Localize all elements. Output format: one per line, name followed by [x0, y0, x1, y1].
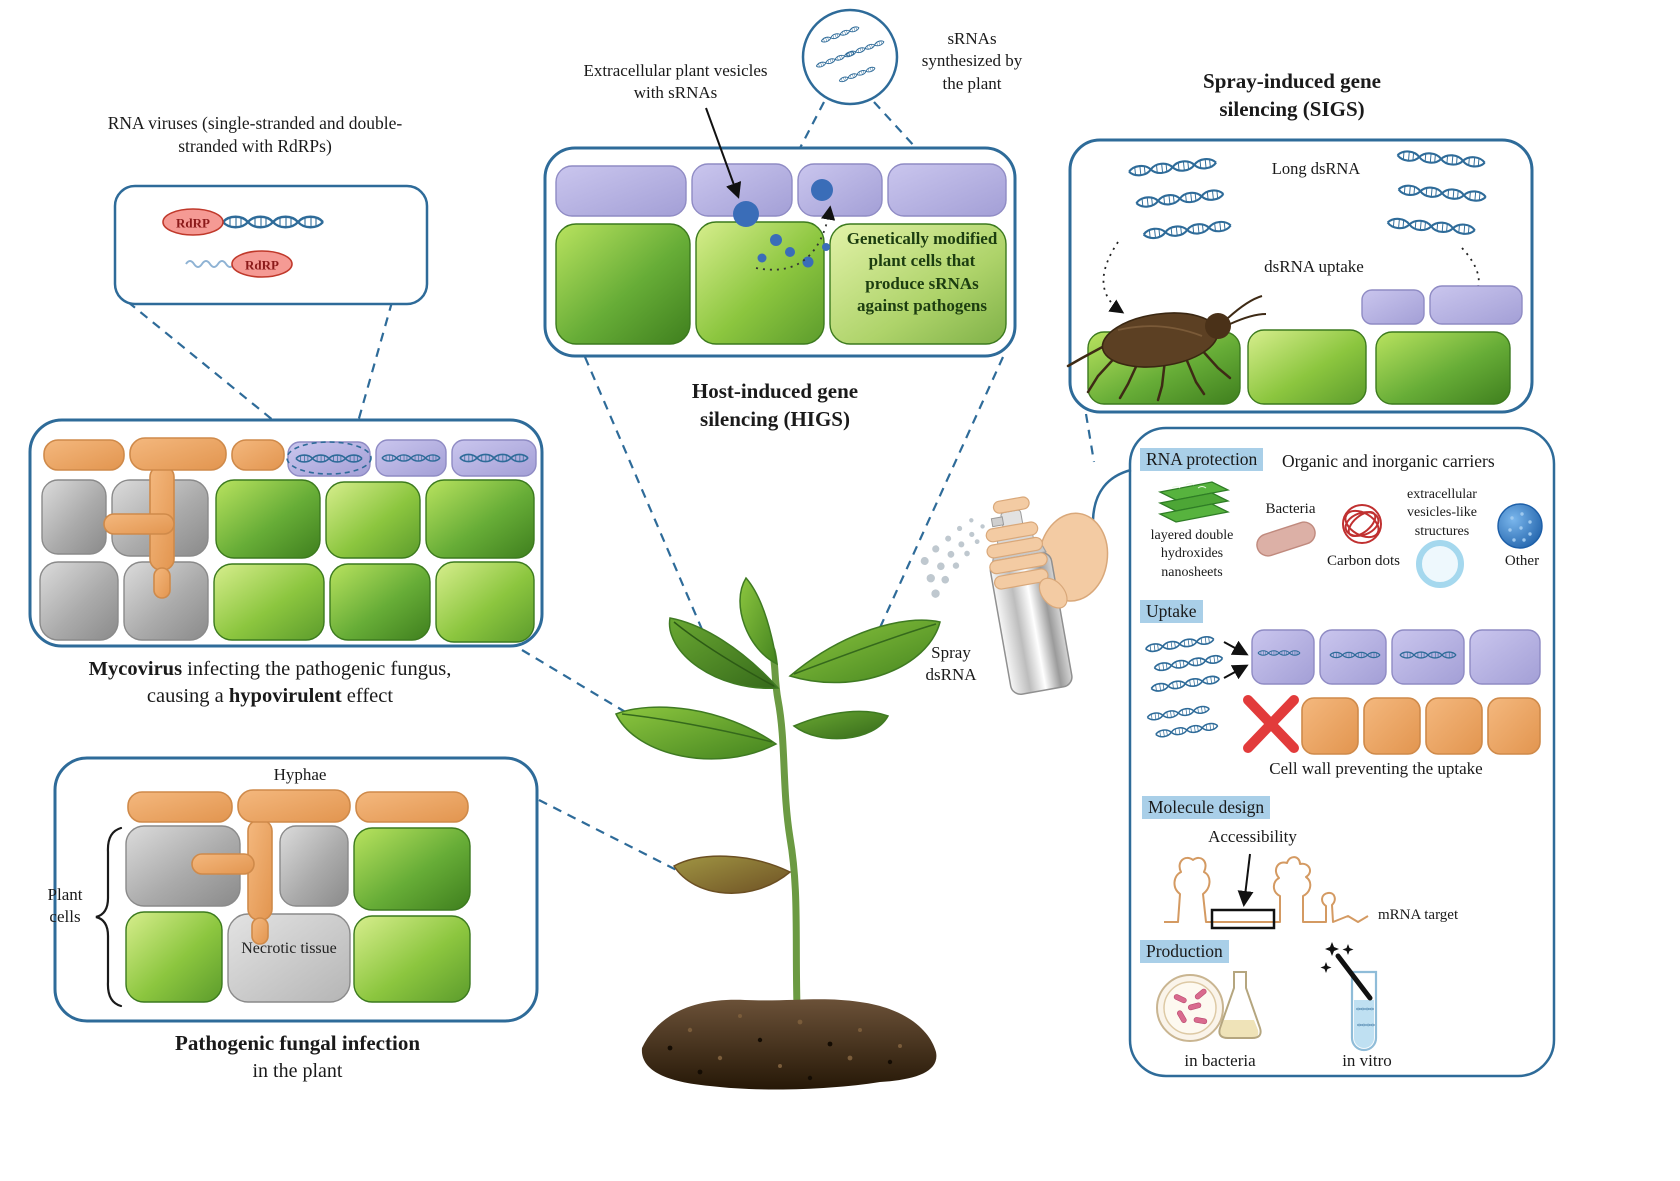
dsrna-uptake-label: dsRNA uptake [1264, 257, 1364, 276]
petri-dish-icon [1156, 974, 1224, 1042]
long-dsrna-label: Long dsRNA [1271, 159, 1361, 178]
vesicle-structure-icon [1416, 540, 1464, 588]
strategies-panel [1091, 426, 1556, 1078]
carbon-dots-icon [1342, 504, 1382, 544]
bacteria-label: Bacteria [1265, 501, 1316, 517]
cell-wall-note: Cell wall preventing the uptake [1269, 759, 1483, 778]
hypha-branch [191, 819, 273, 945]
uptake-arrow-left [1102, 241, 1125, 314]
vesicle-pointer-arrow [705, 107, 742, 199]
panel-tail-curve [1091, 468, 1132, 521]
sigs-box-illustration [1066, 138, 1534, 414]
hypovirulent-bold: hypovirulent [228, 685, 342, 708]
plant-stem [768, 646, 802, 1042]
production-icons [1156, 942, 1378, 1052]
necrotic-tissue-label: Necrotic tissue [241, 940, 337, 957]
srna-circle [801, 8, 899, 106]
in-vitro-label: in vitro [1342, 1051, 1392, 1070]
hypha-branch [103, 465, 175, 599]
plant-cells-label: Plant cells [47, 885, 83, 927]
other-carrier-icon [1497, 503, 1543, 549]
sigs-title: Spray-induced gene silencing (SIGS) [1203, 69, 1381, 121]
rdrp-enzyme-icon [162, 208, 224, 236]
srnas-synthesized-label: sRNAs synthesized by the plant [921, 29, 1023, 93]
mycovirus-caption: Mycovirus infecting the pathogenic fungu… [88, 658, 452, 708]
mycovirus-box-illustration [28, 418, 544, 648]
plant-cells-brace [95, 826, 123, 1008]
molecule-design-heading: Molecule design [1142, 796, 1271, 820]
mycovirus-highlight-ellipse [286, 441, 372, 475]
bacteria-icon [1256, 521, 1316, 557]
mrna-structure-illustration [1164, 853, 1369, 930]
hyphae-row [127, 789, 469, 823]
other-label: Other [1504, 553, 1540, 569]
carriers-subtitle: Organic and inorganic carriers [1282, 451, 1495, 471]
insect-icon [1066, 295, 1267, 402]
accessibility-arrow [1237, 853, 1254, 907]
mrna-target-label: mRNA target [1378, 907, 1459, 923]
uptake-heading: Uptake [1140, 600, 1203, 624]
extracellular-vesicles-label: Extracellular plant vesicles with sRNAs [583, 61, 768, 103]
spray-dsrna-label: Spray dsRNA [925, 643, 977, 685]
blocked-uptake-x-icon [1243, 695, 1299, 753]
fungal-caption-bold: Pathogenic fungal infection [175, 1031, 420, 1055]
gm-cells-label: Genetically modified plant cells that pr… [846, 229, 998, 316]
rdrp-label: RdRP [176, 216, 210, 231]
production-heading: Production [1140, 940, 1229, 964]
uptake-illustration [1144, 629, 1541, 755]
fungal-infection-box-illustration [53, 756, 539, 1023]
ldh-nanosheets-icon [1157, 481, 1231, 523]
rna-protection-heading: RNA protection [1140, 448, 1264, 472]
test-tube-icon [1350, 970, 1378, 1052]
hand-fingers [985, 496, 1068, 609]
rna-virus-box: RdRP RdRP [113, 184, 429, 306]
soil-illustration [641, 999, 937, 1090]
vesicles-like-label: extracellular vesicles-like structures [1407, 487, 1477, 539]
plant-leaves [614, 576, 941, 894]
accessibility-window [1210, 908, 1276, 930]
rdrp-enzyme-icon [231, 250, 293, 278]
hyphae-label: Hyphae [273, 765, 327, 784]
mycovirus-caption-bold: Mycovirus [88, 658, 183, 680]
carbon-dots-label: Carbon dots [1327, 553, 1400, 569]
accessibility-label: Accessibility [1208, 827, 1297, 846]
hyphae-row [43, 437, 285, 471]
spray-mist [920, 518, 985, 598]
higs-caption: Host-induced gene silencing (HIGS) [691, 379, 859, 431]
ldh-label: layered double hydroxides nanosheets [1150, 528, 1234, 580]
rdrp-label: RdRP [245, 258, 279, 273]
rna-viruses-title: RNA viruses (single-stranded and double-… [107, 113, 403, 157]
wilted-leaf [672, 855, 792, 894]
flask-icon [1218, 971, 1262, 1039]
plant-illustration [614, 576, 941, 1090]
srna-vesicle-dots [733, 179, 833, 268]
magic-wand-icon [1320, 942, 1373, 1001]
carriers-icons [1157, 481, 1543, 588]
in-bacteria-label: in bacteria [1184, 1051, 1256, 1070]
spray-can-illustration [920, 496, 1109, 695]
fungal-caption-rest: in the plant [252, 1060, 343, 1082]
higs-box-illustration [543, 8, 1017, 358]
